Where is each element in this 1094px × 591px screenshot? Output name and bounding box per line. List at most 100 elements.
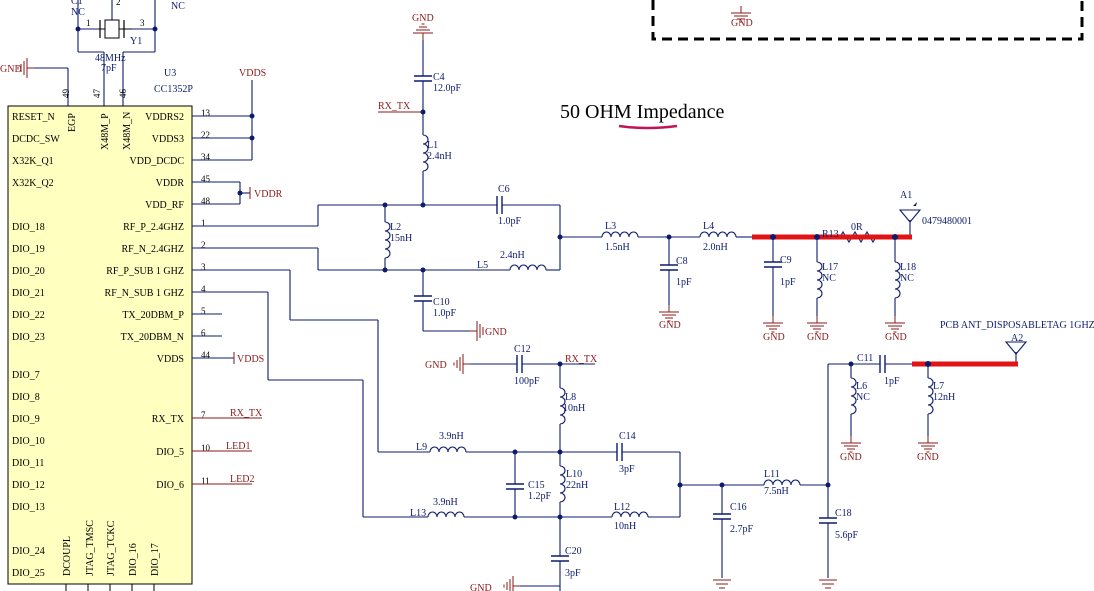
c15-value: 1.2pF [528, 491, 552, 502]
gnd-label: GND [470, 583, 492, 591]
svg-text:X48M_N: X48M_N [122, 112, 133, 150]
y1-pin1: 1 [86, 18, 91, 28]
l4-ref: L4 [703, 221, 714, 232]
svg-text:22: 22 [201, 130, 210, 140]
c11-value: 1pF [884, 376, 900, 387]
svg-text:3: 3 [201, 262, 206, 272]
c14-value: 3pF [619, 464, 635, 475]
svg-text:DIO_11: DIO_11 [12, 458, 44, 469]
l4-value: 2.0nH [703, 242, 728, 253]
y1-pin3: 3 [140, 18, 145, 28]
svg-text:VDDRS2: VDDRS2 [145, 112, 184, 123]
l10-value: 22nH [566, 480, 588, 491]
svg-text:JTAG_TCKC: JTAG_TCKC [106, 520, 117, 576]
l1-ref: L1 [427, 140, 438, 151]
svg-text:DIO_23: DIO_23 [12, 332, 45, 343]
gnd-label: GND [763, 332, 785, 343]
gnd-label: GND [731, 18, 753, 29]
svg-text:VDD_RF: VDD_RF [145, 200, 184, 211]
crystal-y1 [75, 0, 158, 106]
svg-text:RF_P_SUB 1 GHZ: RF_P_SUB 1 GHZ [106, 266, 184, 277]
title-underline [618, 124, 678, 130]
c9-value: 1pF [780, 277, 796, 288]
gnd-label: GND [412, 13, 434, 24]
svg-text:1: 1 [201, 218, 206, 228]
c4-ref: C4 [433, 72, 445, 83]
page-title: 50 OHM Impedance [560, 101, 725, 123]
u3-top-pins: 49 47 46 EGP X48M_P X48M_N [61, 89, 133, 151]
r13-value: 0R [851, 222, 863, 233]
c9-ref: C9 [780, 255, 792, 266]
y1-nc-label: NC [171, 1, 185, 12]
svg-text:TX_20DBM_P: TX_20DBM_P [122, 310, 184, 321]
svg-text:47: 47 [92, 89, 102, 99]
l2-value: 15nH [390, 233, 412, 244]
c14-ref: C14 [619, 431, 636, 442]
svg-text:DIO_25: DIO_25 [12, 568, 45, 579]
c4-value: 12.0pF [433, 83, 462, 94]
u3-part: CC1352P [154, 84, 193, 95]
svg-text:DCDC_SW: DCDC_SW [12, 134, 60, 145]
u3-right-pin-wires [192, 80, 253, 337]
gnd-label: GND [807, 332, 829, 343]
svg-text:13: 13 [201, 108, 211, 118]
c8-value: 1pF [676, 277, 692, 288]
svg-text:11: 11 [201, 476, 210, 486]
l10-ref: L10 [566, 469, 582, 480]
svg-text:JTAG_TMSC: JTAG_TMSC [85, 520, 96, 576]
svg-text:VDDS3: VDDS3 [152, 134, 184, 145]
y1-pin2: 2 [116, 0, 121, 7]
svg-text:DIO_6: DIO_6 [156, 480, 184, 491]
svg-text:VDD_DCDC: VDD_DCDC [130, 156, 185, 167]
svg-text:DIO_13: DIO_13 [12, 502, 45, 513]
l3-ref: L3 [605, 221, 616, 232]
svg-text:DIO_17: DIO_17 [150, 543, 161, 576]
l11-value: 7.5nH [764, 486, 789, 497]
svg-text:DIO_9: DIO_9 [12, 414, 40, 425]
gnd-label: GND [840, 452, 862, 463]
svg-text:X32K_Q1: X32K_Q1 [12, 156, 54, 167]
svg-text:10: 10 [201, 443, 211, 453]
l13-value: 3.9nH [433, 497, 458, 508]
svg-text:VDDR: VDDR [156, 178, 185, 189]
rf-sub1g-network [192, 269, 1028, 591]
svg-text:48: 48 [201, 196, 211, 206]
svg-text:44: 44 [201, 350, 211, 360]
a2-ref: A2 [1011, 333, 1023, 344]
u3-bottom-pins: DCOUPL JTAG_TMSC JTAG_TCKC DIO_16 DIO_17 [62, 520, 161, 591]
svg-text:RF_N_SUB 1 GHZ: RF_N_SUB 1 GHZ [105, 288, 184, 299]
gnd-label: GND [917, 452, 939, 463]
rx-tx-net-label: RX_TX [565, 354, 598, 365]
c20-ref: C20 [565, 546, 582, 557]
svg-text:DIO_10: DIO_10 [12, 436, 45, 447]
svg-text:DIO_5: DIO_5 [156, 447, 184, 458]
svg-text:DIO_16: DIO_16 [128, 543, 139, 576]
vdds-net-label: VDDS [239, 68, 266, 79]
c16-value: 2.7pF [730, 524, 754, 535]
l3-value: 1.5nH [605, 242, 630, 253]
gnd-label: GND [425, 360, 447, 371]
svg-text:DIO_18: DIO_18 [12, 222, 45, 233]
gnd-symbol [503, 575, 521, 591]
u3-ref: U3 [164, 68, 176, 79]
l17-value: NC [822, 273, 836, 284]
dashed-region-box [651, 0, 1084, 41]
svg-text:DCOUPL: DCOUPL [62, 536, 73, 576]
gnd-label: GND [885, 332, 907, 343]
svg-text:EGP: EGP [67, 113, 78, 132]
l5-value: 2.4nH [500, 250, 525, 261]
svg-text:4: 4 [201, 284, 206, 294]
a1-part: 0479480001 [922, 216, 972, 227]
c15-ref: C15 [528, 480, 545, 491]
l12-ref: L12 [614, 502, 630, 513]
svg-text:VDDS: VDDS [157, 354, 184, 365]
u3-right-pins: VDDRS2 VDDS3 VDD_DCDC VDDR VDD_RF RF_P_2… [105, 108, 211, 491]
l6-ref: L6 [856, 381, 867, 392]
svg-text:7: 7 [201, 410, 206, 420]
c12-ref: C12 [514, 344, 531, 355]
svg-text:DIO_20: DIO_20 [12, 266, 45, 277]
l12-value: 10nH [614, 521, 636, 532]
y1-frequency: 48MHz [95, 53, 126, 64]
l8-value: 10nH [563, 403, 585, 414]
svg-text:TX_20DBM_N: TX_20DBM_N [121, 332, 184, 343]
